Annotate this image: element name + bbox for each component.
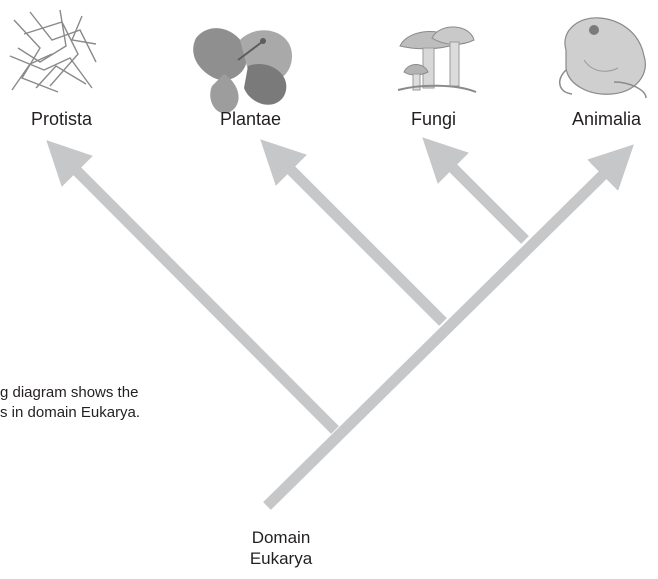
caption-line-1: g diagram shows the (0, 383, 138, 402)
root-label: Domain Eukarya (221, 527, 341, 569)
branch-animalia (267, 166, 612, 506)
taxon-label-fungi: Fungi (411, 109, 456, 129)
taxon-label-plantae: Plantae (220, 109, 281, 129)
caption-line-2: s in domain Eukarya. (0, 403, 140, 422)
branch-fungi (444, 159, 525, 240)
branch-plantae (282, 161, 443, 322)
hibiscus-flower-icon (193, 28, 292, 113)
frog-icon (560, 18, 646, 98)
root-label-line-1: Domain (221, 527, 341, 548)
taxon-label-animalia: Animalia (572, 109, 641, 129)
mushrooms-icon (398, 27, 476, 92)
taxon-label-protista: Protista (31, 109, 92, 129)
root-label-line-2: Eukarya (221, 548, 341, 569)
protist-filaments-icon (10, 10, 96, 92)
